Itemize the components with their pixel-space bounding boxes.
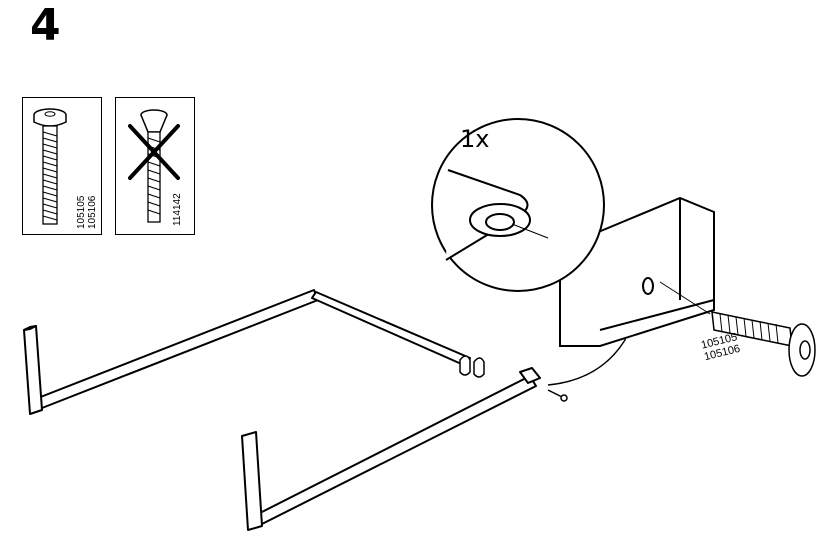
allen-bolt-icon <box>33 108 67 225</box>
back-rail <box>311 291 471 367</box>
cross-out-icon <box>128 124 180 180</box>
bracket-clips <box>459 355 485 378</box>
rail-end <box>519 367 541 384</box>
front-post <box>241 431 263 531</box>
quantity-label: 1x <box>460 125 490 153</box>
left-rail <box>37 289 319 409</box>
correct-screw-panel: 105105 105106 <box>22 97 102 235</box>
step-number: 4 <box>30 0 61 51</box>
countersunk-screw-icon <box>128 109 180 223</box>
right-rail <box>253 375 537 527</box>
wrong-screw-panel: 114142 <box>115 97 195 235</box>
small-screw-icon <box>547 389 568 402</box>
left-post <box>23 325 43 415</box>
detail-callout <box>431 118 715 347</box>
allen-bolt-callout-icon <box>659 281 816 377</box>
